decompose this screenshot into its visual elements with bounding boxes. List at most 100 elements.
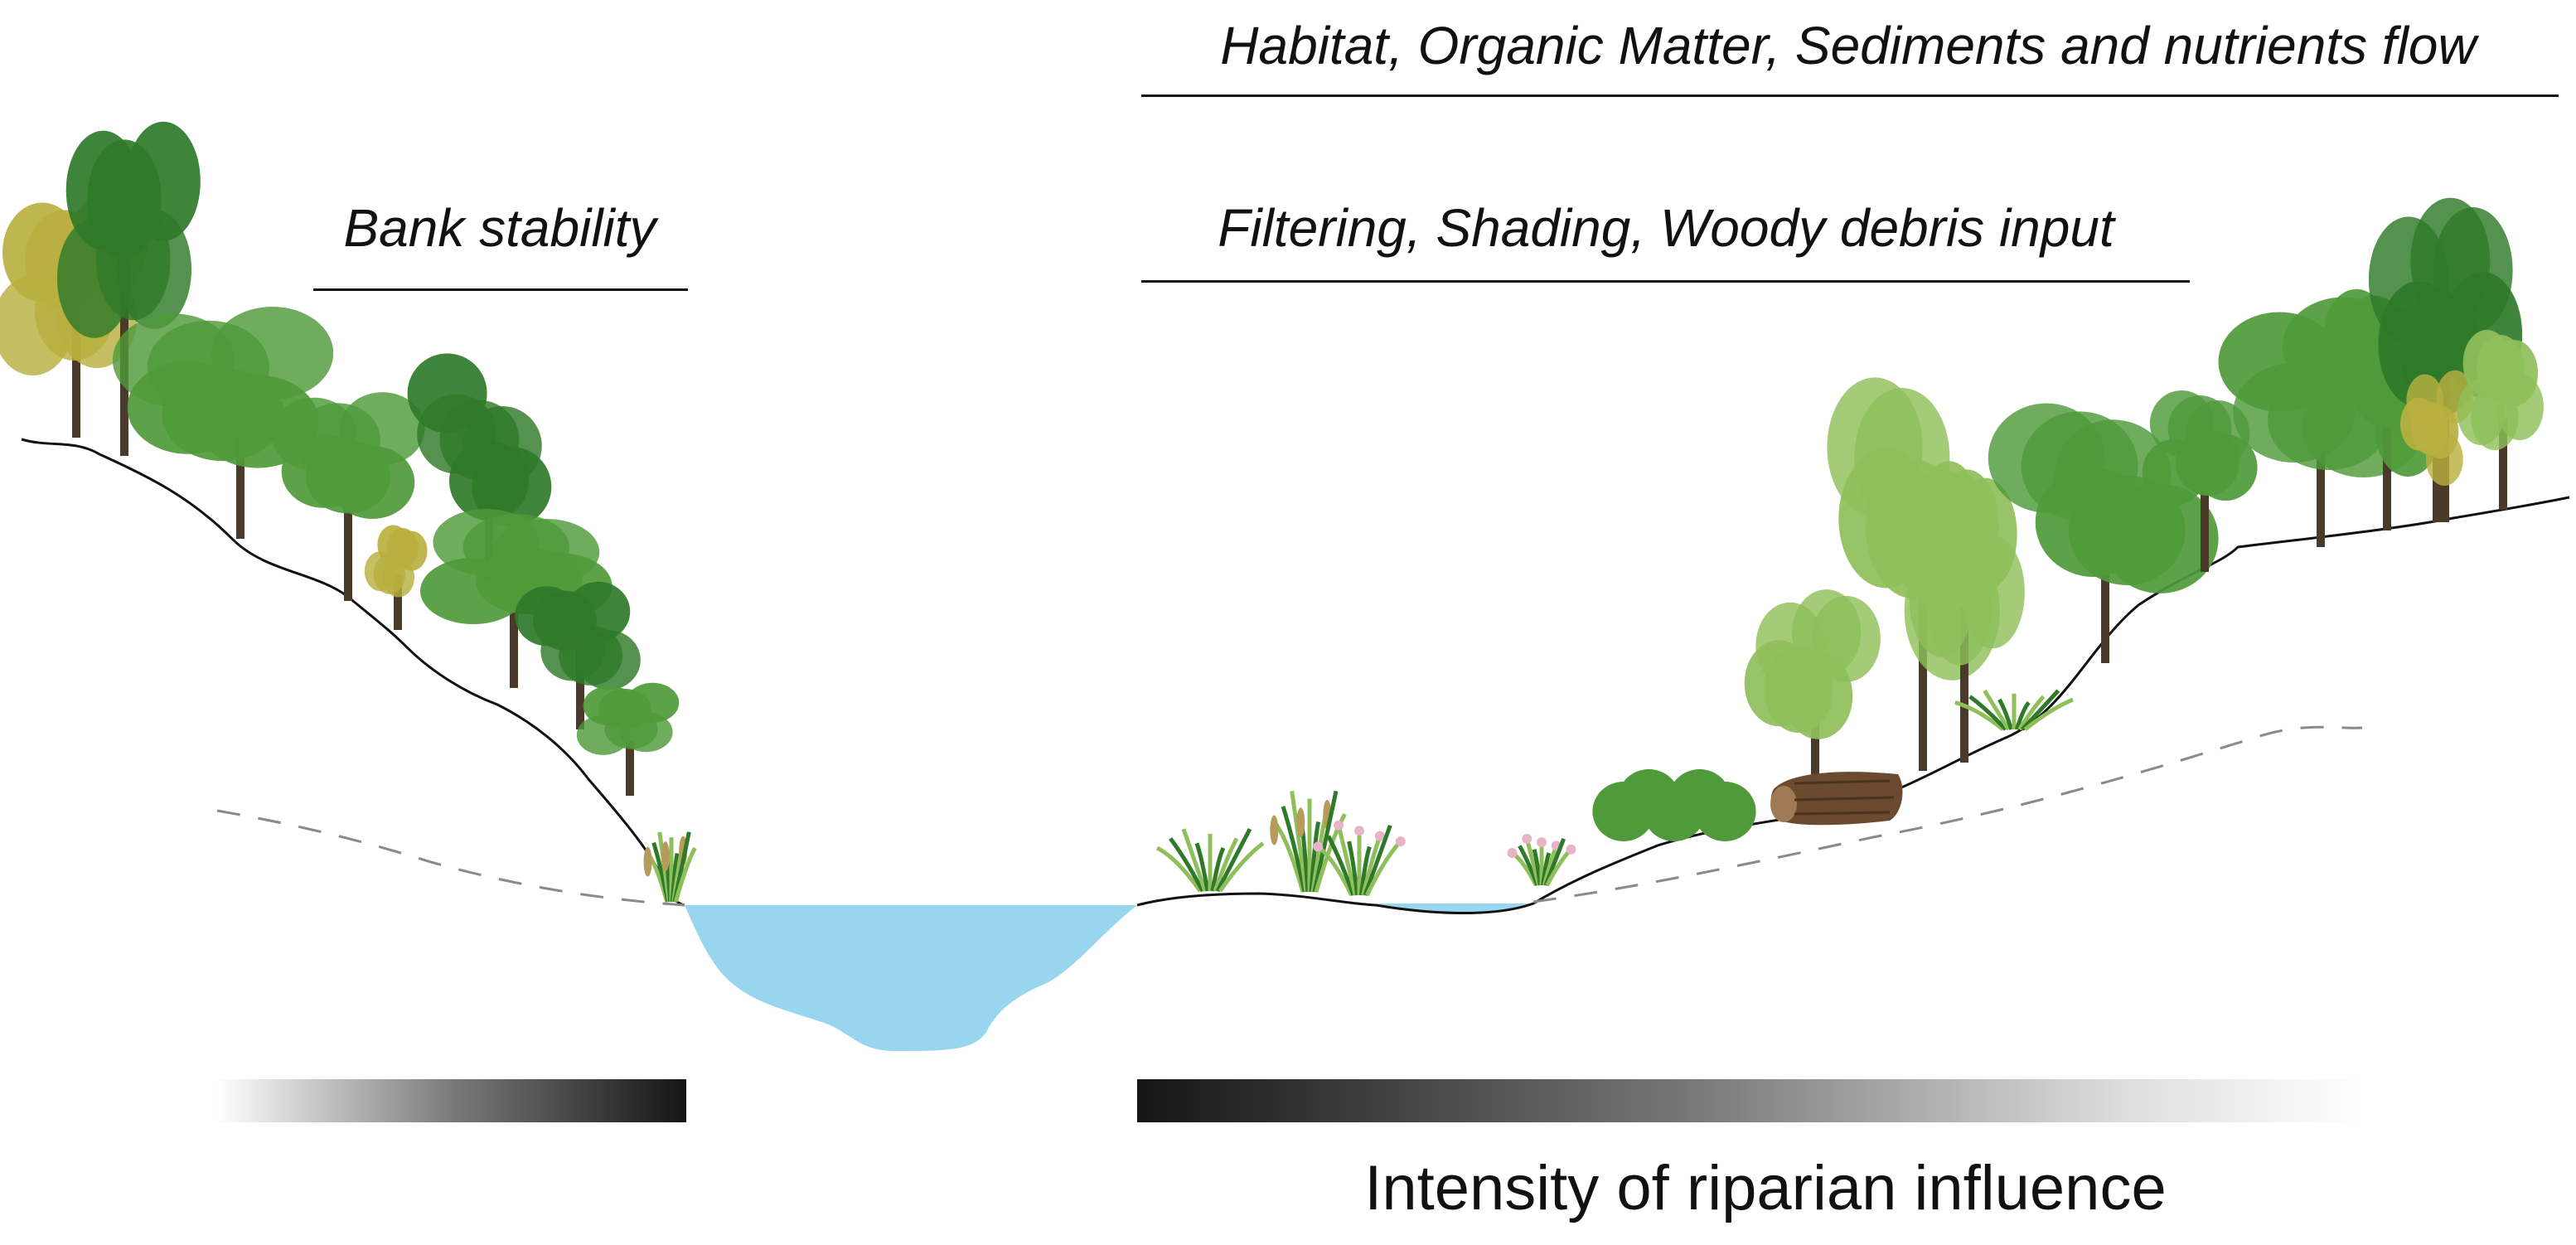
tree-crown xyxy=(1744,640,1813,727)
tree-crown xyxy=(1961,535,2025,649)
right-subsurface-dashed xyxy=(1533,725,2363,903)
tree-trunk xyxy=(2499,419,2507,510)
grass-blade xyxy=(1312,790,1339,893)
reed-plant xyxy=(643,831,697,903)
tree-trunk xyxy=(2433,449,2441,522)
tree-crown xyxy=(1838,448,1934,589)
tree-crown xyxy=(127,361,249,454)
tree xyxy=(271,392,425,601)
tree-trunk xyxy=(1811,690,1819,808)
bush-plant xyxy=(1592,769,1756,841)
tree xyxy=(576,682,680,796)
grass-blade xyxy=(2023,697,2075,731)
grass-plant xyxy=(1155,827,1265,893)
riparian-shrubs xyxy=(643,689,2075,903)
grass-blade xyxy=(1281,806,1307,893)
tree-trunk xyxy=(394,575,402,630)
flower-head xyxy=(1522,833,1533,844)
tree-crown xyxy=(211,307,334,400)
tree-crown xyxy=(2035,467,2152,578)
tree xyxy=(407,353,552,580)
tree-crown xyxy=(281,434,367,508)
grass-blade xyxy=(673,846,697,903)
reed-head xyxy=(643,846,652,877)
grass-plant xyxy=(1954,689,2075,731)
tree-crown xyxy=(2175,429,2239,496)
grass-blade xyxy=(1363,824,1392,896)
tree-trunk xyxy=(626,741,634,796)
habitat-flow-label: Habitat, Organic Matter, Sediments and n… xyxy=(1220,16,2477,75)
tree-crown xyxy=(1792,589,1862,676)
tree-crown xyxy=(340,392,425,466)
tree-crown xyxy=(2425,433,2463,486)
tree-crown xyxy=(126,121,201,241)
left-bank-ground xyxy=(21,438,685,907)
left-subsurface-dashed xyxy=(216,809,685,907)
tree-crown xyxy=(2496,374,2544,440)
bush-foliage xyxy=(1693,782,1756,841)
reed-head xyxy=(1296,807,1305,838)
filtering-shading-label: Filtering, Shading, Woody debris input xyxy=(1218,198,2114,258)
tree-trunk xyxy=(2201,481,2209,572)
flower-head xyxy=(1537,837,1547,848)
tree-trunk xyxy=(344,501,352,601)
reed-head xyxy=(1270,815,1279,845)
tree xyxy=(1909,461,2025,763)
tree-trunk xyxy=(236,411,245,539)
tree-trunk xyxy=(2101,512,2109,663)
tree xyxy=(364,525,428,630)
grass-blade xyxy=(1983,689,2011,731)
reed-head xyxy=(661,841,670,872)
left-intensity-gradient-bar xyxy=(217,1079,686,1122)
tree-trunk xyxy=(576,647,584,729)
habitat-flow-underline xyxy=(1141,94,2559,97)
grass-blade xyxy=(1215,827,1252,893)
tree xyxy=(56,121,201,456)
tree xyxy=(112,307,334,539)
grass-blade xyxy=(1336,825,1358,896)
tree xyxy=(1988,403,2219,663)
tree-crown xyxy=(1917,461,1981,574)
tree xyxy=(2457,330,2544,510)
tree-trunk xyxy=(1919,579,1927,771)
tree-trunk xyxy=(72,301,80,438)
flower-head xyxy=(1334,820,1344,831)
tree-trunk xyxy=(510,597,518,688)
river-water xyxy=(685,905,1137,1051)
tree-trunk xyxy=(2317,410,2325,547)
flower-plant xyxy=(1507,833,1576,887)
tree-trunk xyxy=(2383,412,2391,530)
bank-stability-underline xyxy=(313,288,688,291)
grass-blade xyxy=(1218,841,1265,893)
flower-head xyxy=(1566,844,1576,855)
flower-plant xyxy=(1313,820,1406,897)
grass-blade xyxy=(1326,835,1356,896)
grass-blade xyxy=(1968,695,2007,731)
grass-blade xyxy=(1169,837,1205,893)
reed-plant xyxy=(1270,790,1347,893)
intensity-caption: Intensity of riparian influence xyxy=(1364,1153,2167,1223)
grass-blade xyxy=(2021,689,2060,731)
tree-crown xyxy=(626,682,680,723)
grass-blade xyxy=(1213,837,1239,892)
tree-crown xyxy=(2400,397,2438,451)
grass-blade xyxy=(1997,698,2014,730)
grass-blade xyxy=(1954,700,2005,731)
grass-blade xyxy=(1194,842,1210,892)
tree-crown xyxy=(2462,330,2511,396)
grass-blade xyxy=(1181,828,1208,892)
riparian-trees xyxy=(0,121,2544,808)
woody-debris-log xyxy=(1770,772,1903,826)
right-intensity-gradient-bar xyxy=(1137,1079,2362,1122)
grass-blade xyxy=(1347,840,1360,896)
flower-head xyxy=(1313,841,1324,852)
tree xyxy=(515,581,641,729)
flower-head xyxy=(1395,836,1406,847)
tree-crown xyxy=(566,581,631,642)
tree-trunk xyxy=(1960,608,1968,763)
grass-blade xyxy=(1210,846,1226,892)
bank-stability-label: Bank stability xyxy=(343,198,656,258)
filtering-shading-underline xyxy=(1141,280,2190,283)
tree xyxy=(2400,370,2474,522)
